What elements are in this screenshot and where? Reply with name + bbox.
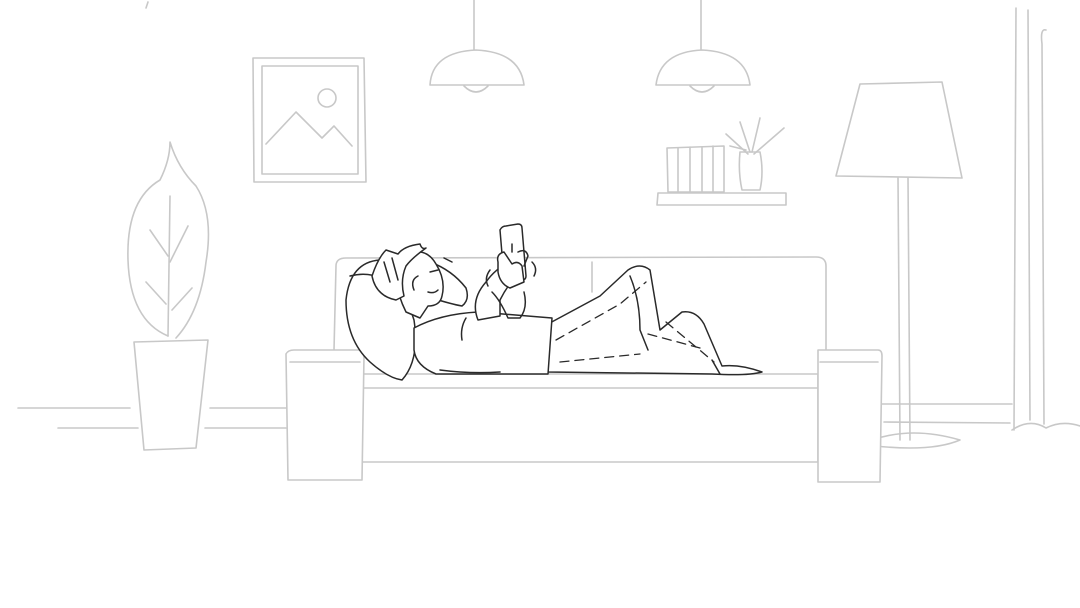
framed-picture: [252, 57, 367, 183]
legs: [547, 265, 763, 376]
small-plant-vase: [725, 117, 785, 191]
potted-plant: [127, 141, 210, 451]
sofa-arm-right: [817, 349, 883, 483]
floor-lamp: [835, 81, 963, 449]
sofa-arm-left: [285, 349, 365, 481]
books: [666, 145, 725, 193]
window-frame: [1011, 7, 1080, 431]
person-lying-on-sofa: [345, 223, 763, 381]
hand: [496, 251, 525, 289]
pendant-lamp-left: [429, 0, 525, 93]
hair: [371, 243, 427, 301]
torso: [413, 311, 553, 375]
wall-shelf: [656, 117, 787, 206]
corner-mark: [145, 1, 149, 9]
floor-lines: [17, 403, 1013, 429]
pendant-lamp-right: [655, 0, 751, 93]
